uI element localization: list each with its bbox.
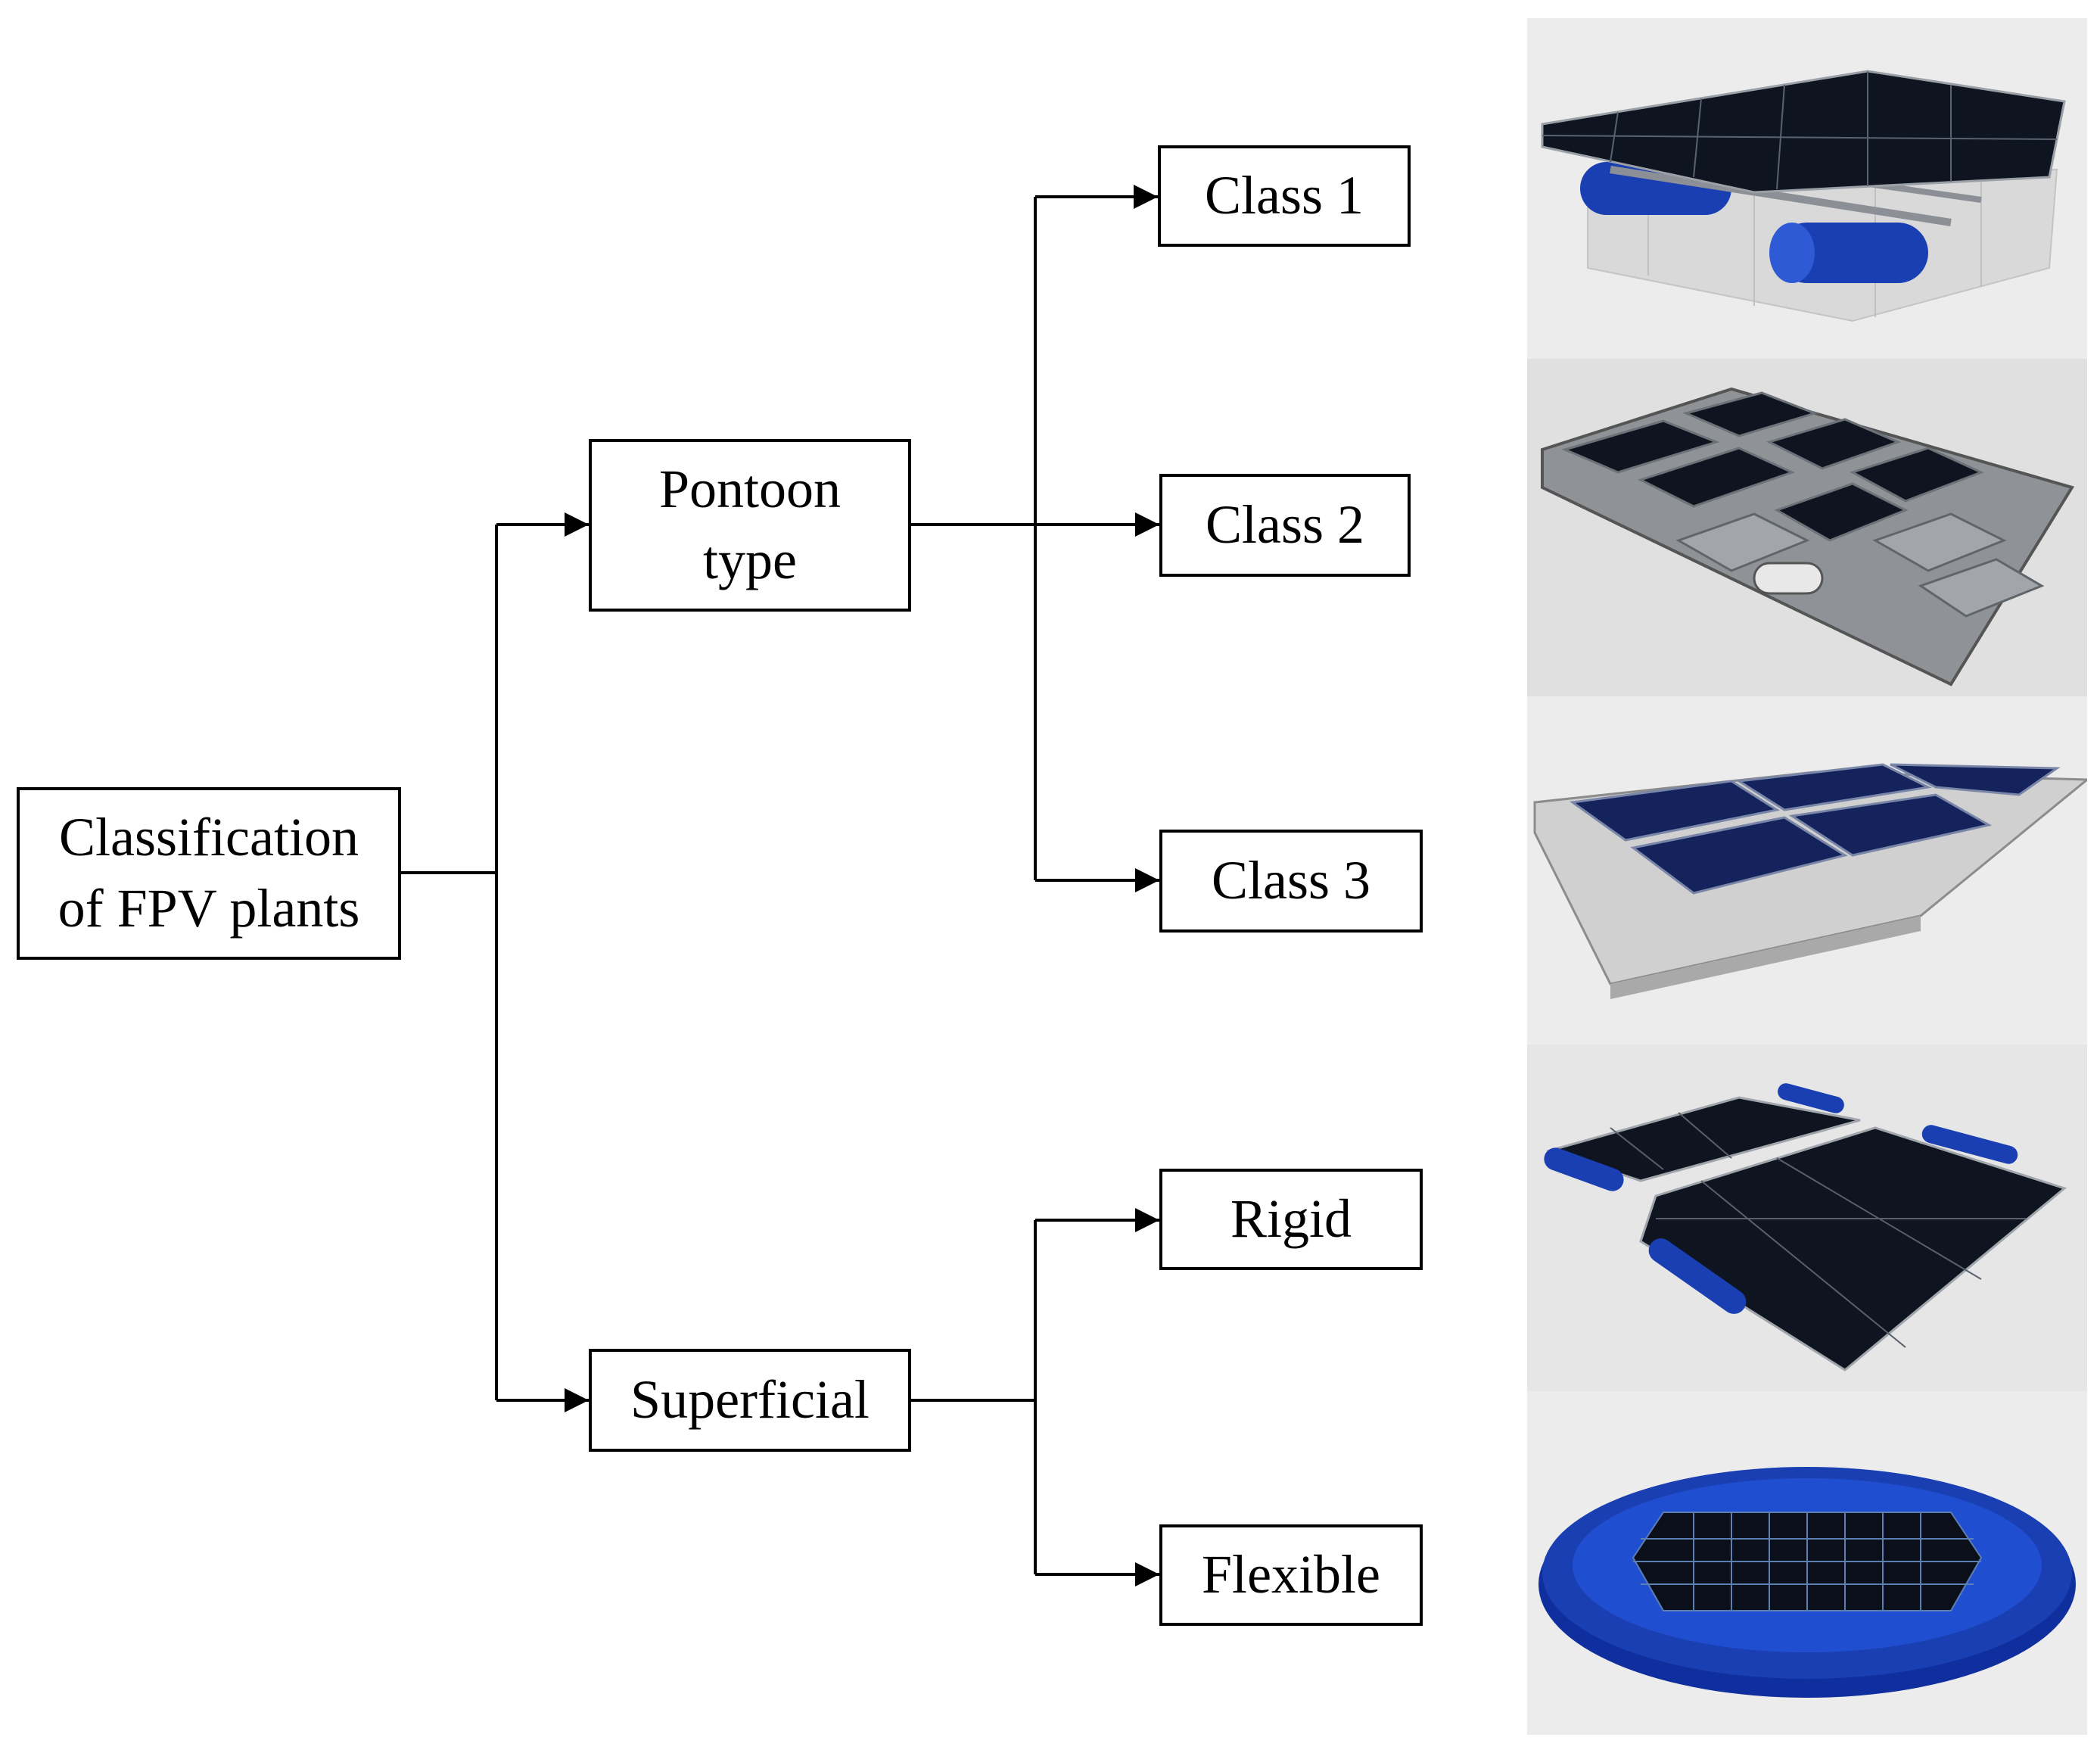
class-2-label: Class 2 [1205,494,1365,556]
modular-platform-image [1527,359,2087,696]
rigid-float-array-image [1527,1045,2087,1391]
class-3-illustration [1527,696,2087,1045]
root-label-line-1: Classification [59,807,359,868]
flexible-label: Flexible [1202,1544,1380,1605]
class-3-node: Class 3 [1159,830,1423,933]
pontoon-label-line-2: type [703,530,797,590]
edge-float [1778,1083,1844,1113]
flexible-membrane-image [1527,1391,2087,1735]
flat-float-array-image [1527,696,2087,1045]
edge-float [1544,1147,1624,1191]
superficial-node: Superficial [589,1349,911,1452]
class-1-label: Class 1 [1204,165,1364,226]
rigid-label: Rigid [1230,1188,1352,1250]
class-1-node: Class 1 [1158,145,1411,247]
rigid-illustration [1527,1045,2087,1391]
rigid-node: Rigid [1159,1169,1423,1270]
class-1-illustration [1527,18,2087,359]
pontoon-type-node: Pontoon type [589,439,911,612]
float-drum-panel-image [1527,18,2087,359]
root-label-line-2: of FPV plants [58,878,360,939]
edge-float [1648,1238,1747,1314]
float-drum [1777,223,1928,283]
flexible-illustration [1527,1391,2087,1735]
pontoon-label-line-1: Pontoon [658,459,842,520]
flexible-node: Flexible [1159,1524,1423,1626]
edge-float [1921,1125,2018,1164]
class-2-illustration [1527,359,2087,696]
superficial-label: Superficial [630,1369,870,1431]
class-3-label: Class 3 [1211,850,1371,911]
class-2-node: Class 2 [1159,474,1411,577]
root-node: Classification of FPV plants [17,787,401,960]
